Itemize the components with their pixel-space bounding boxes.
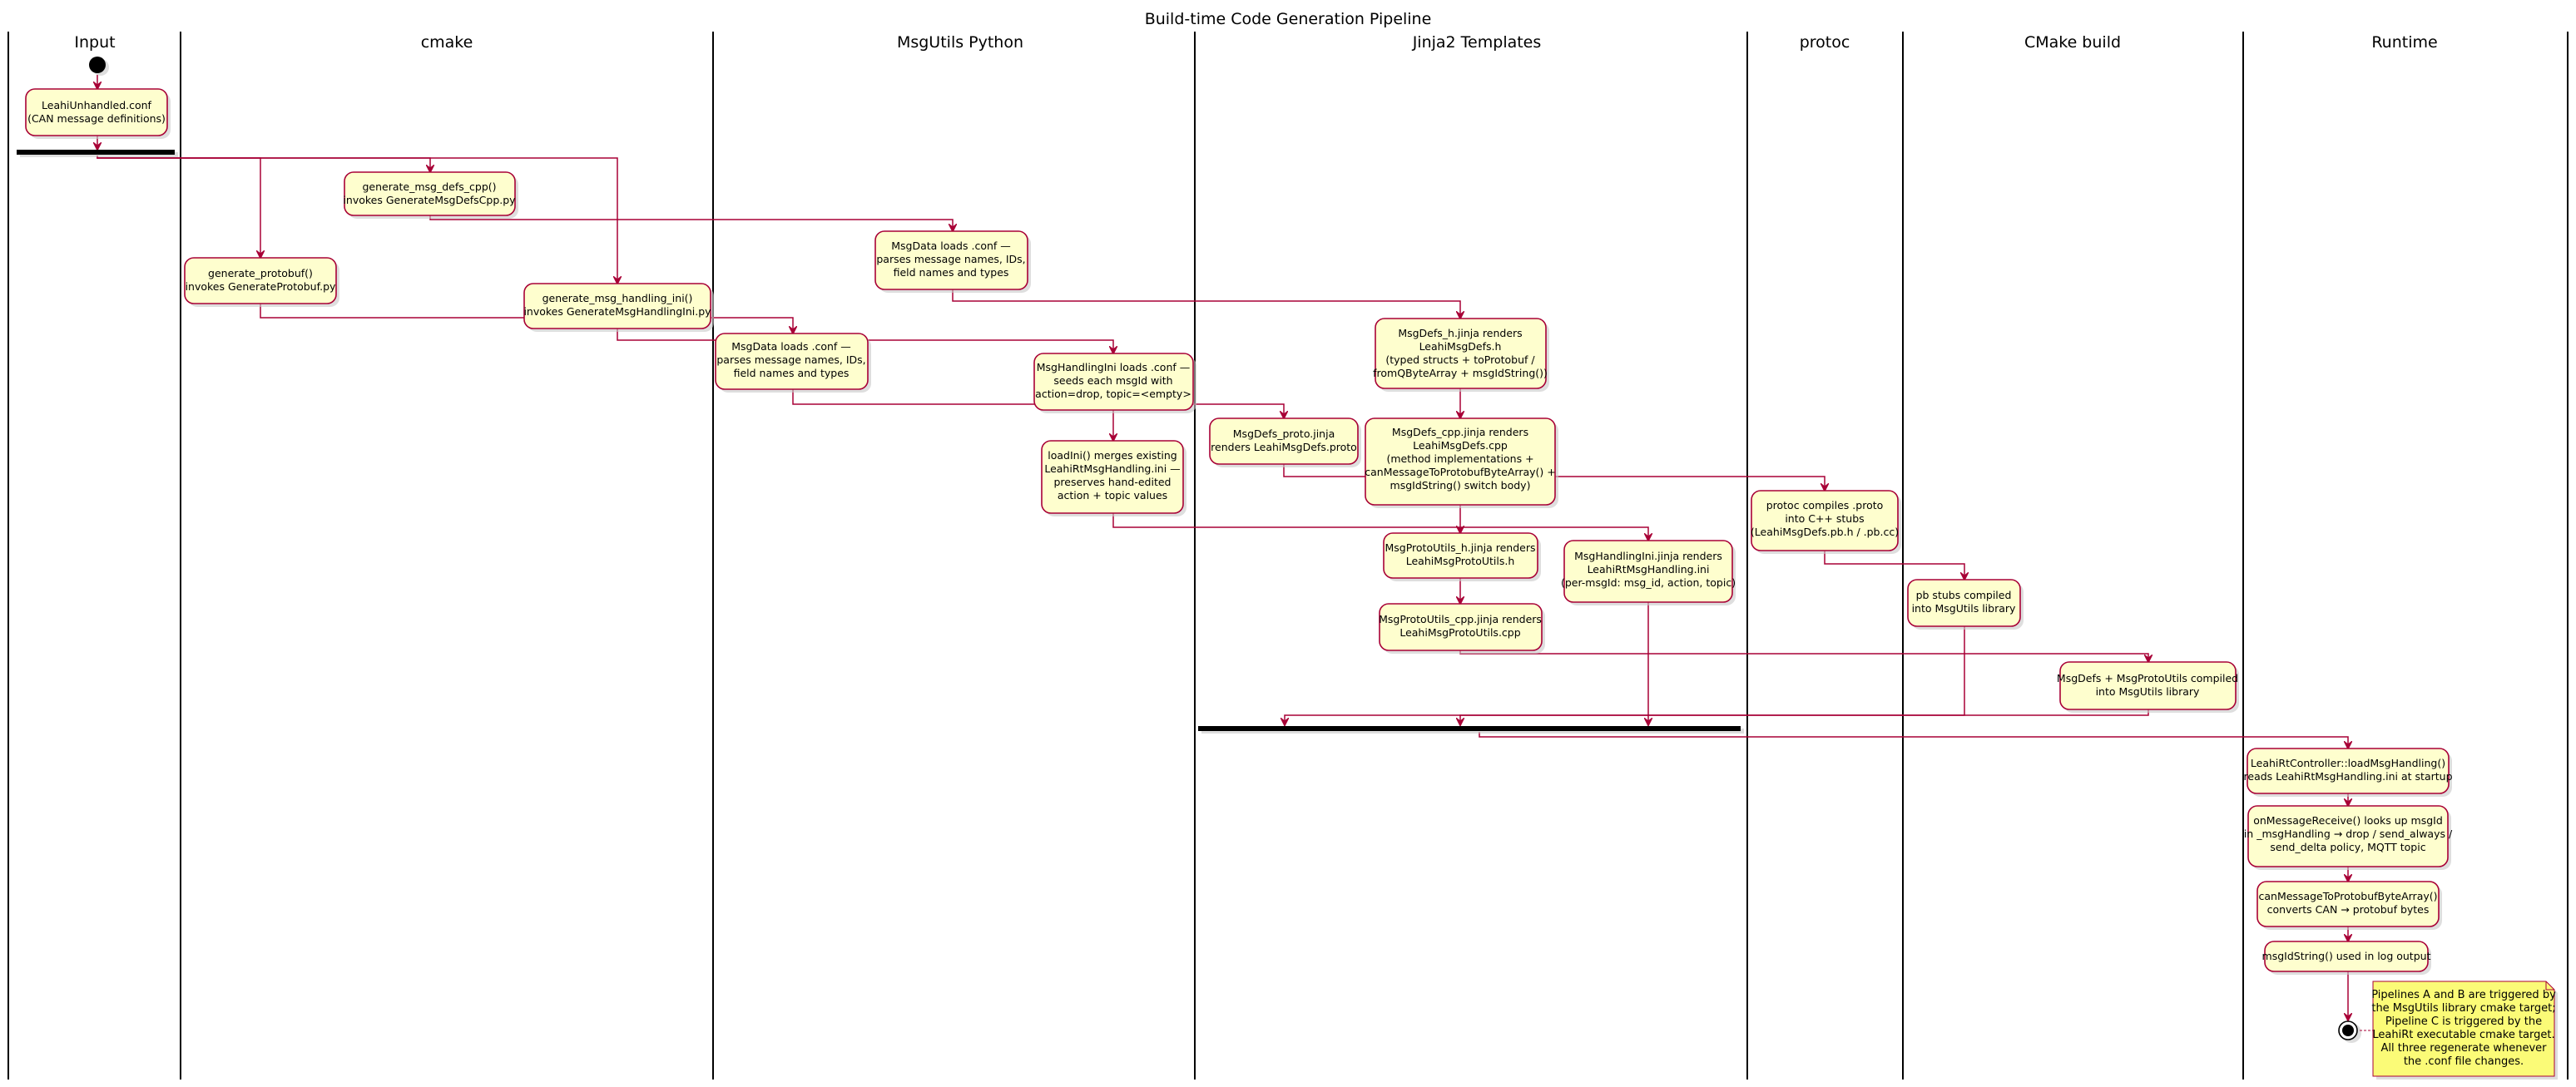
note-text-line: the .conf file changes.	[2404, 1055, 2524, 1068]
lane-title-input: Input	[74, 33, 115, 52]
activity-node: MsgProtoUtils_h.jinja renders LeahiMsgPr…	[1383, 532, 1541, 581]
lane-title-runtime: Runtime	[2371, 33, 2437, 52]
node-text-line: MsgDefs_proto.jinja	[1233, 427, 1335, 440]
activity-node: MsgHandlingIni.jinja renders LeahiRtMsgH…	[1561, 540, 1736, 605]
node-text-line: (CAN message definitions)	[27, 112, 166, 125]
node-text-line: MsgProtoUtils_cpp.jinja renders	[1379, 613, 1542, 625]
lane-title-cmake: cmake	[421, 33, 473, 52]
node-text-line: (per-msgId: msg_id, action, topic)	[1561, 576, 1736, 589]
activity-node: generate_msg_defs_cpp() invokes Generate…	[343, 171, 518, 219]
swimlane-dividers	[7, 32, 2569, 1080]
node-text-line: MsgProtoUtils_h.jinja renders	[1385, 541, 1536, 554]
activity-node: LeahiRtController::loadMsgHandling() rea…	[2244, 748, 2453, 797]
node-text-line: MsgHandlingIni.jinja renders	[1574, 550, 1722, 562]
activity-node: canMessageToProtobufByteArray() converts…	[2256, 881, 2442, 930]
lane-title-jinja2-templates: Jinja2 Templates	[1412, 33, 1542, 52]
note-text-line: the MsgUtils library cmake target;	[2371, 1002, 2555, 1015]
join-bar	[1198, 726, 1744, 734]
node-text-line: send_delta policy, MQTT topic	[2270, 841, 2425, 853]
node-text-line: reads LeahiRtMsgHandling.ini at startup	[2244, 770, 2453, 783]
note-text-line: All three regenerate whenever	[2381, 1042, 2548, 1055]
node-text-line: LeahiRtMsgHandling.ini —	[1044, 462, 1180, 475]
node-text-line: protoc compiles .proto	[1766, 499, 1884, 511]
activity-node: pb stubs compiled into MsgUtils library	[1907, 579, 2024, 630]
node-text-line: seeds each msgId with	[1053, 374, 1172, 387]
note: Pipelines A and B are triggered by the M…	[2360, 981, 2558, 1080]
node-text-line: generate_msg_handling_ini()	[542, 292, 693, 304]
node-text-line: MsgHandlingIni loads .conf —	[1037, 361, 1191, 373]
activity-node: MsgDefs_proto.jinja renders LeahiMsgDefs…	[1209, 418, 1361, 467]
diagram-title: Build-time Code Generation Pipeline	[1145, 10, 1432, 28]
node-text-line: parses message names, IDs,	[876, 253, 1025, 265]
node-text-line: LeahiUnhandled.conf	[42, 99, 152, 111]
node-text-line: action + topic values	[1058, 489, 1167, 502]
node-text-line: field names and types	[894, 266, 1009, 279]
node-text-line: msgIdString() used in log output	[2262, 950, 2431, 962]
activity-node: loadIni() merges existing LeahiRtMsgHand…	[1041, 440, 1186, 516]
node-text-line: invokes GenerateMsgHandlingIni.py	[523, 305, 711, 318]
node-text-line: msgIdString() switch body)	[1390, 479, 1531, 492]
activity-node: MsgDefs_cpp.jinja renders LeahiMsgDefs.c…	[1365, 418, 1558, 508]
node-text-line: LeahiRtMsgHandling.ini	[1588, 563, 1710, 576]
node-text-line: loadIni() merges existing	[1048, 449, 1177, 462]
node-text-line: into C++ stubs	[1785, 512, 1864, 525]
node-text-line: preserves hand-edited	[1054, 476, 1172, 488]
swimlane-headers: Input cmake MsgUtils Python Jinja2 Templ…	[74, 33, 2437, 52]
activity-node: MsgProtoUtils_cpp.jinja renders LeahiMsg…	[1379, 603, 1545, 654]
activity-node: LeahiUnhandled.conf (CAN message definit…	[25, 88, 171, 139]
node-text-line: invokes GenerateProtobuf.py	[186, 280, 336, 293]
node-text-line: generate_protobuf()	[208, 267, 313, 279]
fork-bar	[17, 150, 178, 157]
note-text-line: Pipeline C is triggered by the	[2385, 1015, 2542, 1028]
node-text-line: canMessageToProtobufByteArray()	[2258, 890, 2437, 902]
activity-node: MsgData loads .conf — parses message nam…	[874, 230, 1031, 293]
activity-node: MsgData loads .conf — parses message nam…	[715, 333, 871, 393]
activity-node: MsgDefs_h.jinja renders LeahiMsgDefs.h (…	[1373, 318, 1549, 392]
activity-node: MsgHandlingIni loads .conf — seeds each …	[1033, 353, 1196, 413]
node-text-line: LeahiMsgDefs.cpp	[1413, 439, 1508, 452]
note-text-line: LeahiRt executable cmake target.	[2372, 1029, 2554, 1041]
start-node	[89, 57, 109, 76]
node-text-line: invokes GenerateMsgDefsCpp.py	[343, 194, 516, 206]
node-text-line: into MsgUtils library	[1912, 602, 2016, 615]
node-text-line: MsgDefs + MsgProtoUtils compiled	[2057, 672, 2238, 684]
end-node	[2338, 1020, 2361, 1043]
node-text-line: MsgData loads .conf —	[731, 340, 851, 353]
node-text-line: into MsgUtils library	[2096, 685, 2200, 698]
node-text-line: fromQByteArray + msgIdString())	[1373, 367, 1548, 379]
node-text-line: (typed structs + toProtobuf /	[1385, 353, 1535, 366]
lane-title-cmake-build: CMake build	[2024, 33, 2121, 52]
node-text-line: in _msgHandling → drop / send_always /	[2244, 828, 2453, 840]
activity-node: MsgDefs + MsgProtoUtils compiled into Ms…	[2057, 661, 2239, 713]
node-text-line: LeahiMsgProtoUtils.cpp	[1399, 626, 1520, 639]
note-text-line: Pipelines A and B are triggered by	[2371, 989, 2556, 1001]
node-text-line: field names and types	[734, 367, 850, 379]
node-text-line: (method implementations +	[1386, 452, 1533, 465]
node-text-line: MsgData loads .conf —	[891, 240, 1011, 252]
node-text-line: MsgDefs_h.jinja renders	[1398, 327, 1522, 339]
node-text-line: action=drop, topic=<empty>	[1035, 388, 1191, 400]
lane-title-protoc: protoc	[1800, 33, 1850, 52]
node-text-line: generate_msg_defs_cpp()	[362, 180, 496, 193]
node-text-line: parses message names, IDs,	[716, 353, 865, 366]
node-text-line: (LeahiMsgDefs.pb.h / .pb.cc)	[1751, 526, 1899, 538]
activity-node: protoc compiles .proto into C++ stubs (L…	[1751, 490, 1901, 554]
activity-node: generate_msg_handling_ini() invokes Gene…	[523, 283, 714, 332]
node-text-line: MsgDefs_cpp.jinja renders	[1392, 426, 1528, 438]
node-text-line: renders LeahiMsgDefs.proto	[1211, 441, 1357, 453]
activity-node: msgIdString() used in log output	[2262, 941, 2431, 975]
activity-node: onMessageReceive() looks up msgId in _ms…	[2244, 805, 2453, 870]
node-text-line: pb stubs compiled	[1916, 589, 2012, 601]
node-text-line: converts CAN → protobuf bytes	[2267, 903, 2430, 916]
activity-node: generate_protobuf() invokes GenerateProt…	[184, 257, 339, 307]
node-text-line: LeahiMsgProtoUtils.h	[1406, 555, 1515, 567]
node-text-line: LeahiMsgDefs.h	[1419, 340, 1502, 353]
node-text-line: LeahiRtController::loadMsgHandling()	[2251, 757, 2445, 769]
node-text-line: onMessageReceive() looks up msgId	[2253, 814, 2443, 827]
node-text-line: canMessageToProtobufByteArray() +	[1365, 466, 1555, 478]
lane-title-msgutils-python: MsgUtils Python	[897, 33, 1023, 52]
